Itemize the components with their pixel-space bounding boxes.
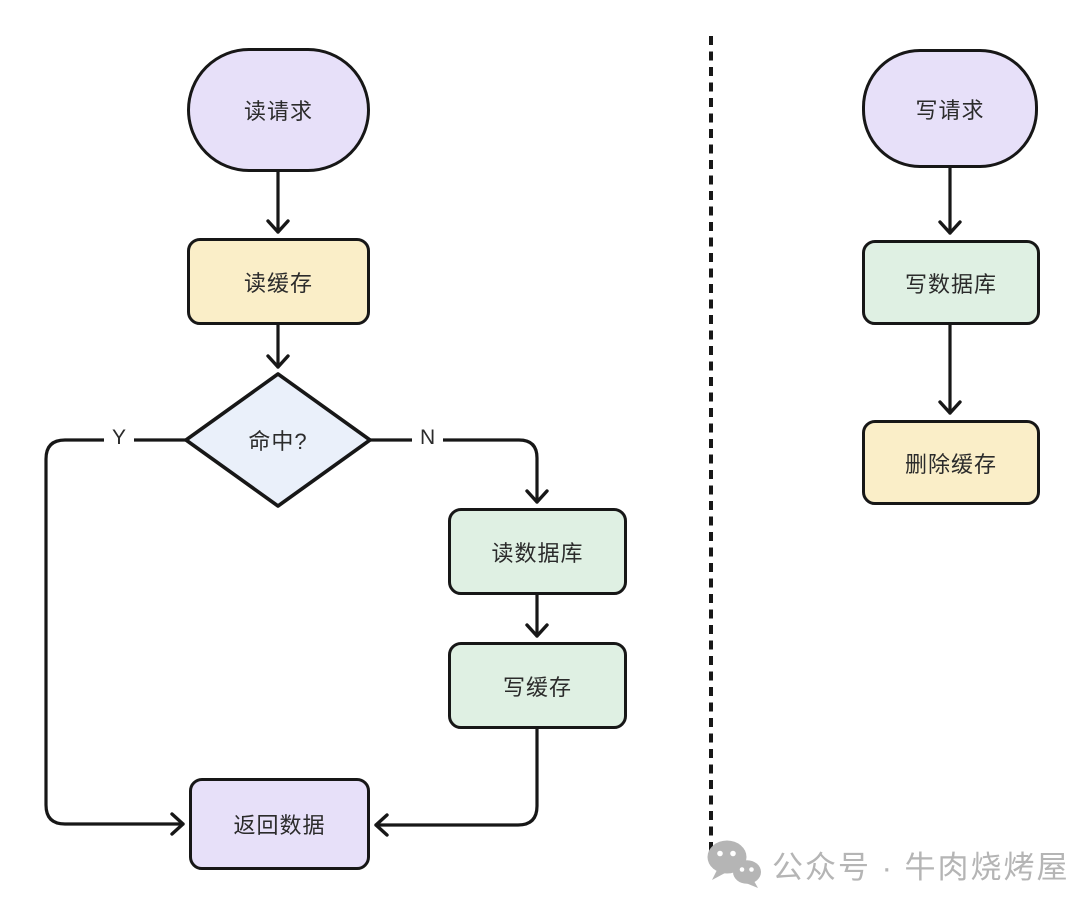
node-hit-decision-label: 命中? [248, 429, 308, 454]
node-return-data: 返回数据 [189, 778, 370, 870]
node-read-cache: 读缓存 [187, 238, 370, 325]
wechat-icon [707, 840, 761, 888]
node-write-request-label: 写请求 [915, 97, 985, 123]
node-return-data-label: 返回数据 [233, 813, 326, 838]
node-delete-cache-label: 删除缓存 [904, 451, 997, 477]
node-write-db: 写数据库 [862, 240, 1040, 325]
node-read-request-label: 读请求 [243, 99, 313, 124]
edge-writecache-returndata [374, 727, 539, 837]
edge-decision-no-readdb [368, 438, 549, 504]
watermark: 公众号 · 牛肉烧烤屋 [706, 839, 1070, 889]
node-read-db: 读数据库 [448, 508, 627, 595]
watermark-text: 公众号 · 牛肉烧烤屋 [772, 849, 1070, 885]
node-read-request: 读请求 [187, 48, 370, 172]
node-write-cache: 写缓存 [448, 642, 627, 729]
node-delete-cache: 删除缓存 [862, 420, 1040, 505]
decision-diamond [184, 372, 372, 508]
edge-decision-yes-returndata [44, 438, 188, 836]
node-write-request: 写请求 [862, 49, 1038, 168]
node-write-db-label: 写数据库 [904, 271, 997, 297]
node-read-cache-label: 读缓存 [243, 270, 313, 296]
edge-label-no: N [412, 424, 444, 452]
edge-label-yes: Y [104, 424, 135, 452]
node-read-db-label: 读数据库 [491, 540, 584, 566]
node-write-cache-label: 写缓存 [502, 674, 572, 700]
